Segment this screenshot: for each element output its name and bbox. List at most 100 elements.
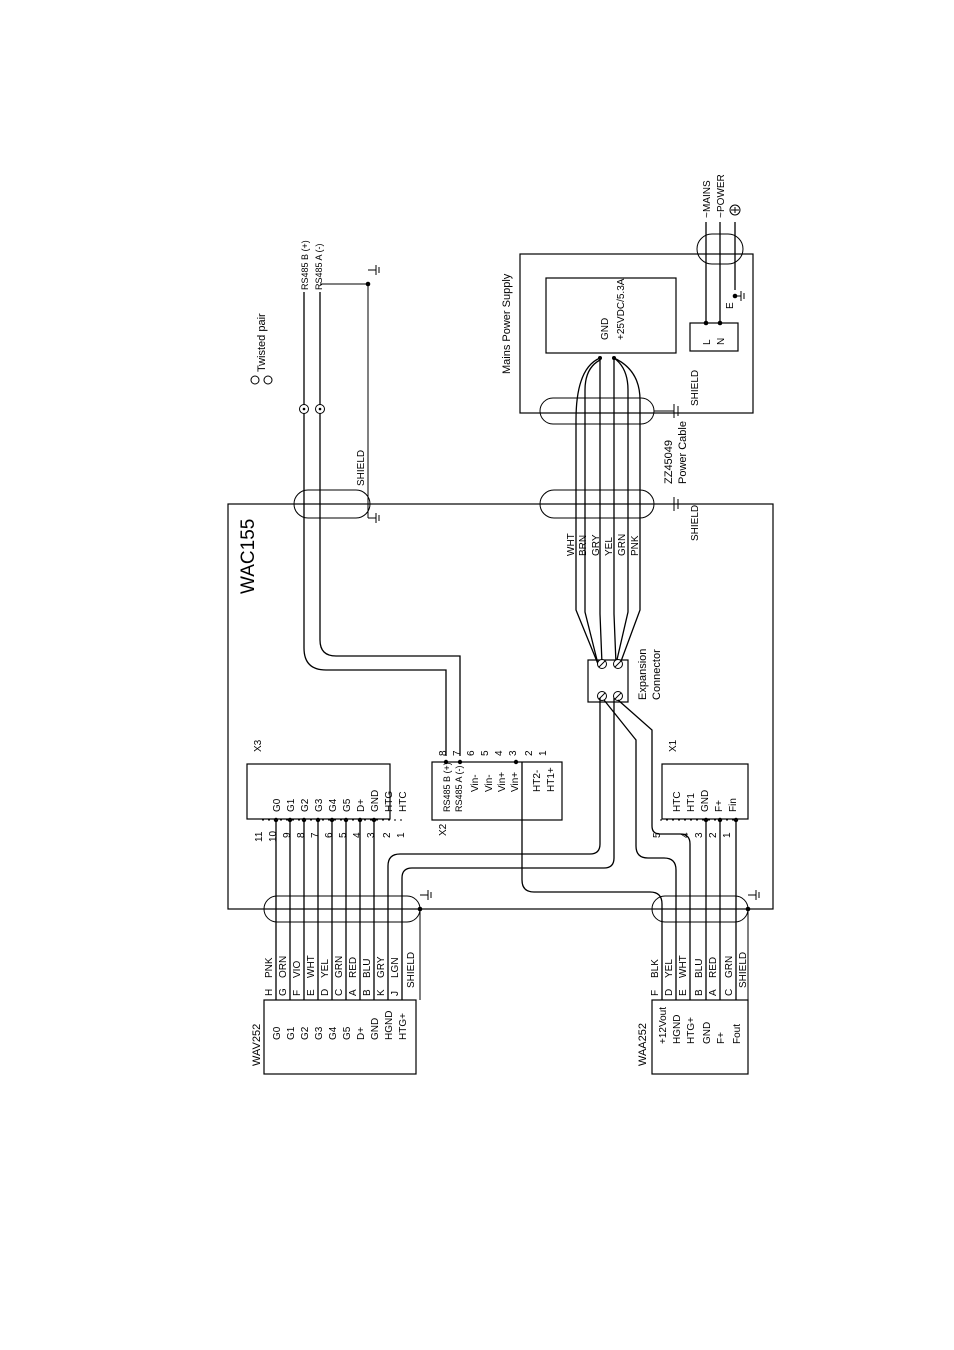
- wav-signal-2: G2: [300, 1026, 311, 1040]
- x3-signal-9: HTC: [398, 791, 409, 812]
- waa-letter-5: C: [724, 989, 735, 996]
- x3-pin-10: 1: [396, 832, 407, 838]
- psu-e-label: E: [725, 302, 736, 309]
- shield-label-psu: SHIELD: [690, 370, 701, 406]
- x1-pin-2: 3: [694, 832, 705, 838]
- waa-color-2: WHT: [678, 955, 689, 978]
- wav-letter-2: F: [292, 990, 303, 996]
- waa252-cable-wires: [521, 699, 760, 1000]
- twisted-pair-label: Twisted pair: [256, 313, 268, 372]
- x1-signal-2: GND: [700, 790, 711, 812]
- x3-pin-1: 10: [268, 830, 279, 842]
- rs485-a-label: RS485 A (-): [314, 243, 324, 290]
- x3-pin-4: 7: [310, 832, 321, 838]
- x2-pin-4: 4: [494, 750, 505, 756]
- wav-letter-3: E: [306, 989, 317, 996]
- wav-letter-7: B: [362, 989, 373, 996]
- power-cable-label: Power Cable: [677, 421, 689, 484]
- x1-pin-4: 1: [722, 832, 733, 838]
- waa-signal-5: Fout: [732, 1024, 743, 1044]
- x2-pin-1: 7: [452, 750, 463, 756]
- psu-title: Mains Power Supply: [501, 273, 513, 374]
- expansion-label-line2: Connector: [651, 649, 663, 700]
- wav-letter-0: H: [264, 989, 275, 996]
- x3-label: X3: [253, 739, 264, 752]
- wav-shield-label: SHIELD: [406, 952, 417, 988]
- wav-signal-6: D+: [356, 1027, 367, 1040]
- x3-pin-3: 8: [296, 832, 307, 838]
- waa-color-1: YEL: [664, 959, 675, 978]
- power-cable: [539, 356, 679, 665]
- x1-signal-1: HT1: [686, 793, 697, 812]
- expansion-label-line1: Expansion: [637, 649, 649, 700]
- wav252-signals: G0 G1 G2 G3 G4 G5 D+ GND HGND HTG+: [272, 1011, 409, 1040]
- x2-signal-2: Vin-: [470, 774, 481, 792]
- wac155-title: WAC155: [238, 519, 259, 594]
- x2-pin-markers: [443, 759, 546, 765]
- x2-pin-6: 2: [524, 750, 535, 756]
- wav-color-6: RED: [348, 957, 359, 978]
- x2-signal-7: HT1+: [546, 767, 557, 792]
- wav-letter-1: G: [278, 988, 289, 996]
- x2-signal-1: RS485 A (-): [454, 765, 464, 812]
- waa252-colors: BLK YEL WHT BLU RED GRN SHIELD: [650, 952, 749, 988]
- psu-enclosure: [519, 253, 754, 414]
- x3-pin-6: 5: [338, 832, 349, 838]
- waa252-title: WAA252: [637, 1023, 649, 1066]
- shield-label-wac: SHIELD: [690, 505, 701, 541]
- x2-pin-5: 3: [508, 750, 519, 756]
- x3-signal-6: D+: [356, 799, 367, 812]
- x3-signal-7: GND: [370, 790, 381, 812]
- x2-signals: RS485 B (+) RS485 A (-) Vin- Vin- Vin+ V…: [442, 762, 557, 812]
- wav-letter-9: J: [390, 991, 401, 996]
- wav-letter-6: A: [348, 989, 359, 996]
- x2-signal-4: Vin+: [497, 772, 508, 792]
- waa-color-0: BLK: [650, 959, 661, 978]
- wav-signal-4: G4: [328, 1026, 339, 1040]
- earth-symbol-icon: [729, 204, 741, 216]
- x3-signals: G0 G1 G2 G3 G4 G5 D+ GND HTG HTC: [272, 790, 409, 812]
- x1-pin-3: 2: [708, 832, 719, 838]
- x3-pins: 11 10 9 8 7 6 5 4 3 2 1: [254, 830, 407, 842]
- shield-label-rs485: SHIELD: [356, 450, 367, 486]
- wav252-colors: PNK ORN VIO WHT YEL GRN RED BLU GRY LGN …: [264, 952, 417, 988]
- waa-color-3: BLU: [694, 959, 705, 978]
- x3-pin-0: 11: [254, 831, 265, 842]
- wire-color-1: BRN: [578, 535, 589, 556]
- x3-signal-8: HTG: [384, 791, 395, 812]
- wav-signal-1: G1: [286, 1026, 297, 1040]
- x3-signal-2: G2: [300, 798, 311, 812]
- x3-pin-7: 4: [352, 832, 363, 838]
- x1-signals: HTC HT1 GND F+ Fin: [672, 790, 739, 812]
- psu-l-label: L: [702, 339, 713, 345]
- wac155-enclosure: [227, 503, 774, 910]
- waa-letter-2: E: [678, 989, 689, 996]
- waa252-box: [651, 999, 749, 1075]
- x3-signal-1: G1: [286, 798, 297, 812]
- wav-signal-7: GND: [370, 1018, 381, 1040]
- x3-signal-5: G5: [342, 798, 353, 812]
- mains-label-line2: POWER: [716, 174, 727, 212]
- x3-pin-8: 3: [366, 832, 377, 838]
- wav252-title: WAV252: [251, 1024, 263, 1066]
- waa-signal-2: HTG+: [686, 1017, 697, 1044]
- psu-n-label: N: [716, 338, 727, 345]
- wav-signal-3: G3: [314, 1026, 325, 1040]
- wav-color-2: VIO: [292, 961, 303, 978]
- mains-terminal: [689, 322, 739, 352]
- expansion-connector: [587, 659, 629, 703]
- psu-gnd-label: GND: [600, 318, 611, 340]
- mains-label-line1: MAINS: [702, 180, 713, 212]
- waa-signal-4: F+: [716, 1032, 727, 1044]
- mains-wires: [696, 222, 745, 326]
- x3-signal-0: G0: [272, 798, 283, 812]
- x3-signal-4: G4: [328, 798, 339, 812]
- x1-signal-3: F+: [714, 800, 725, 812]
- x1-pins: 5 4 3 2 1: [652, 832, 733, 838]
- power-cable-part-number: ZZ45049: [663, 440, 675, 484]
- waa-signal-1: HGND: [672, 1015, 683, 1044]
- waa-signal-3: GND: [702, 1022, 713, 1044]
- x2-pins: 8 7 6 5 4 3 2 1: [438, 750, 549, 756]
- waa-letter-4: A: [708, 989, 719, 996]
